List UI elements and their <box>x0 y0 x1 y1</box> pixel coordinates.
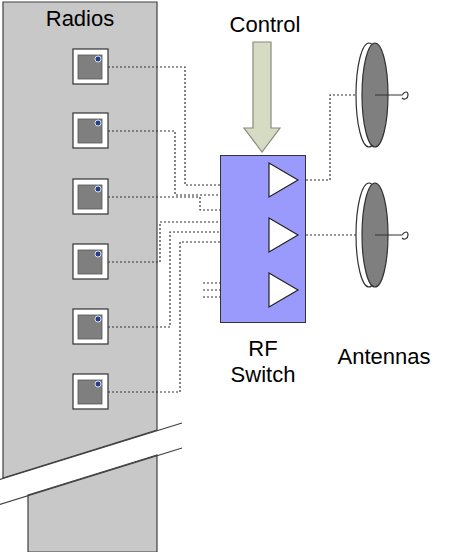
break-line <box>0 448 182 505</box>
radio-card <box>73 49 108 84</box>
wire <box>298 234 362 235</box>
wire <box>108 232 220 327</box>
amplifier-triangle <box>269 218 298 252</box>
radio-card <box>73 113 108 148</box>
switch-label: RF Switch <box>223 336 303 389</box>
wire <box>203 283 220 297</box>
backplane <box>28 455 157 552</box>
amplifier-triangle <box>269 273 298 307</box>
amplifier-triangle <box>269 163 298 197</box>
backplane-panel: Radios <box>3 2 157 548</box>
wire <box>108 67 220 185</box>
wire <box>108 242 220 392</box>
antenna <box>356 43 408 147</box>
radio-card <box>73 244 108 279</box>
break-line <box>0 423 182 480</box>
amplifier-symbols <box>221 156 305 322</box>
radio-card <box>73 179 108 214</box>
control-label: Control <box>230 12 301 38</box>
backplane <box>3 2 157 478</box>
wires <box>108 67 362 392</box>
wire <box>108 131 220 195</box>
panel-heading: Radios <box>3 2 157 32</box>
rf-switch: RF Switch <box>220 155 306 323</box>
control-arrow <box>244 42 280 152</box>
radio-card <box>73 374 108 409</box>
antennas-label: Antennas <box>338 344 431 370</box>
wire <box>108 197 220 210</box>
wire <box>298 95 362 180</box>
radio-cards <box>73 49 108 409</box>
antenna <box>356 183 408 287</box>
radio-card <box>73 309 108 344</box>
